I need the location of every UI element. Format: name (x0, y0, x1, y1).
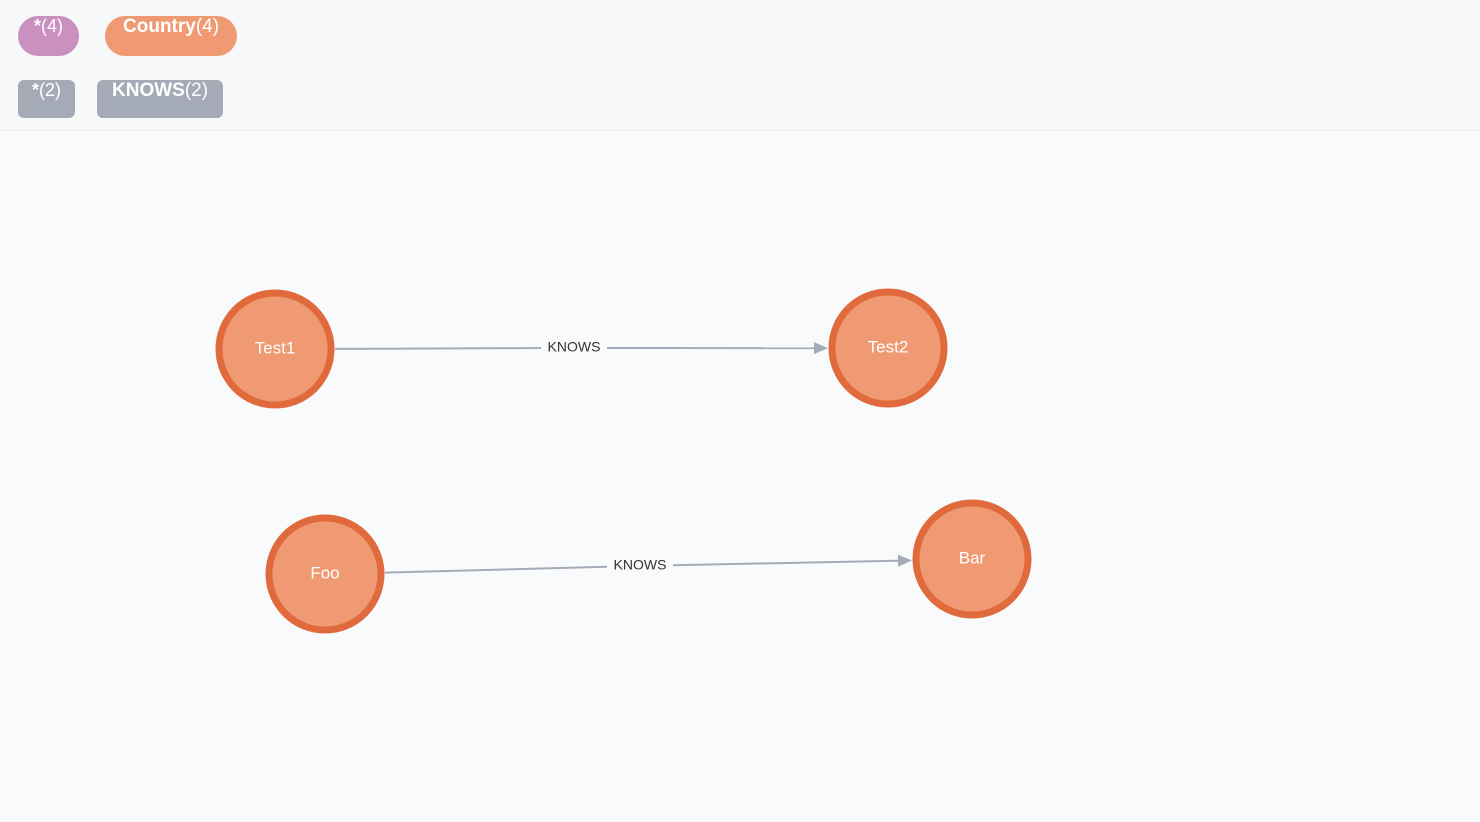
relationship-type-pill-wildcard[interactable]: *(2) (18, 80, 76, 118)
graph-node-test2[interactable]: Test2 (828, 288, 948, 408)
relationship-arrowhead-icon (813, 342, 829, 355)
node-label-pill-country[interactable]: Country(4) (105, 16, 238, 56)
relationship-knows[interactable]: KNOWS (334, 339, 829, 355)
relationship-type-pill-wildcard-count: (2) (39, 80, 62, 100)
node-label-pill-country-count: (4) (195, 16, 220, 37)
node-circle[interactable] (265, 514, 385, 634)
relationship-type-pill-knows-count: (2) (184, 80, 209, 101)
relationship-line-segment[interactable] (672, 559, 899, 567)
graph-legend-bar: *(4) Country(4) *(2) KNOWS(2) (0, 0, 1480, 131)
relationship-knows[interactable]: KNOWS (384, 554, 913, 574)
node-circle[interactable] (215, 289, 335, 409)
graph-node-test1[interactable]: Test1 (215, 289, 335, 409)
node-label-pill-wildcard-name: * (34, 16, 42, 36)
node-label-pill-country-name: Country (123, 16, 196, 37)
relationship-type-legend-row: *(2) KNOWS(2) (18, 80, 1480, 118)
node-label-legend-row: *(4) Country(4) (18, 16, 1480, 56)
graph-node-bar[interactable]: Bar (912, 499, 1032, 619)
relationship-line-segment[interactable] (384, 565, 608, 574)
relationship-caption: KNOWS (614, 557, 667, 573)
relationship-type-pill-wildcard-name: * (32, 80, 40, 100)
relationship-layer: KNOWS KNOWS (334, 339, 913, 574)
relationship-caption: KNOWS (548, 339, 601, 355)
relationship-arrowhead-icon (897, 554, 913, 567)
relationship-line-segment[interactable] (334, 347, 542, 350)
node-label-pill-wildcard[interactable]: *(4) (18, 16, 80, 56)
node-label-pill-wildcard-count: (4) (41, 16, 64, 36)
relationship-type-pill-knows[interactable]: KNOWS(2) (97, 80, 224, 118)
node-circle[interactable] (912, 499, 1032, 619)
node-circle[interactable] (828, 288, 948, 408)
relationship-type-pill-knows-name: KNOWS (112, 80, 185, 101)
graph-node-foo[interactable]: Foo (265, 514, 385, 634)
